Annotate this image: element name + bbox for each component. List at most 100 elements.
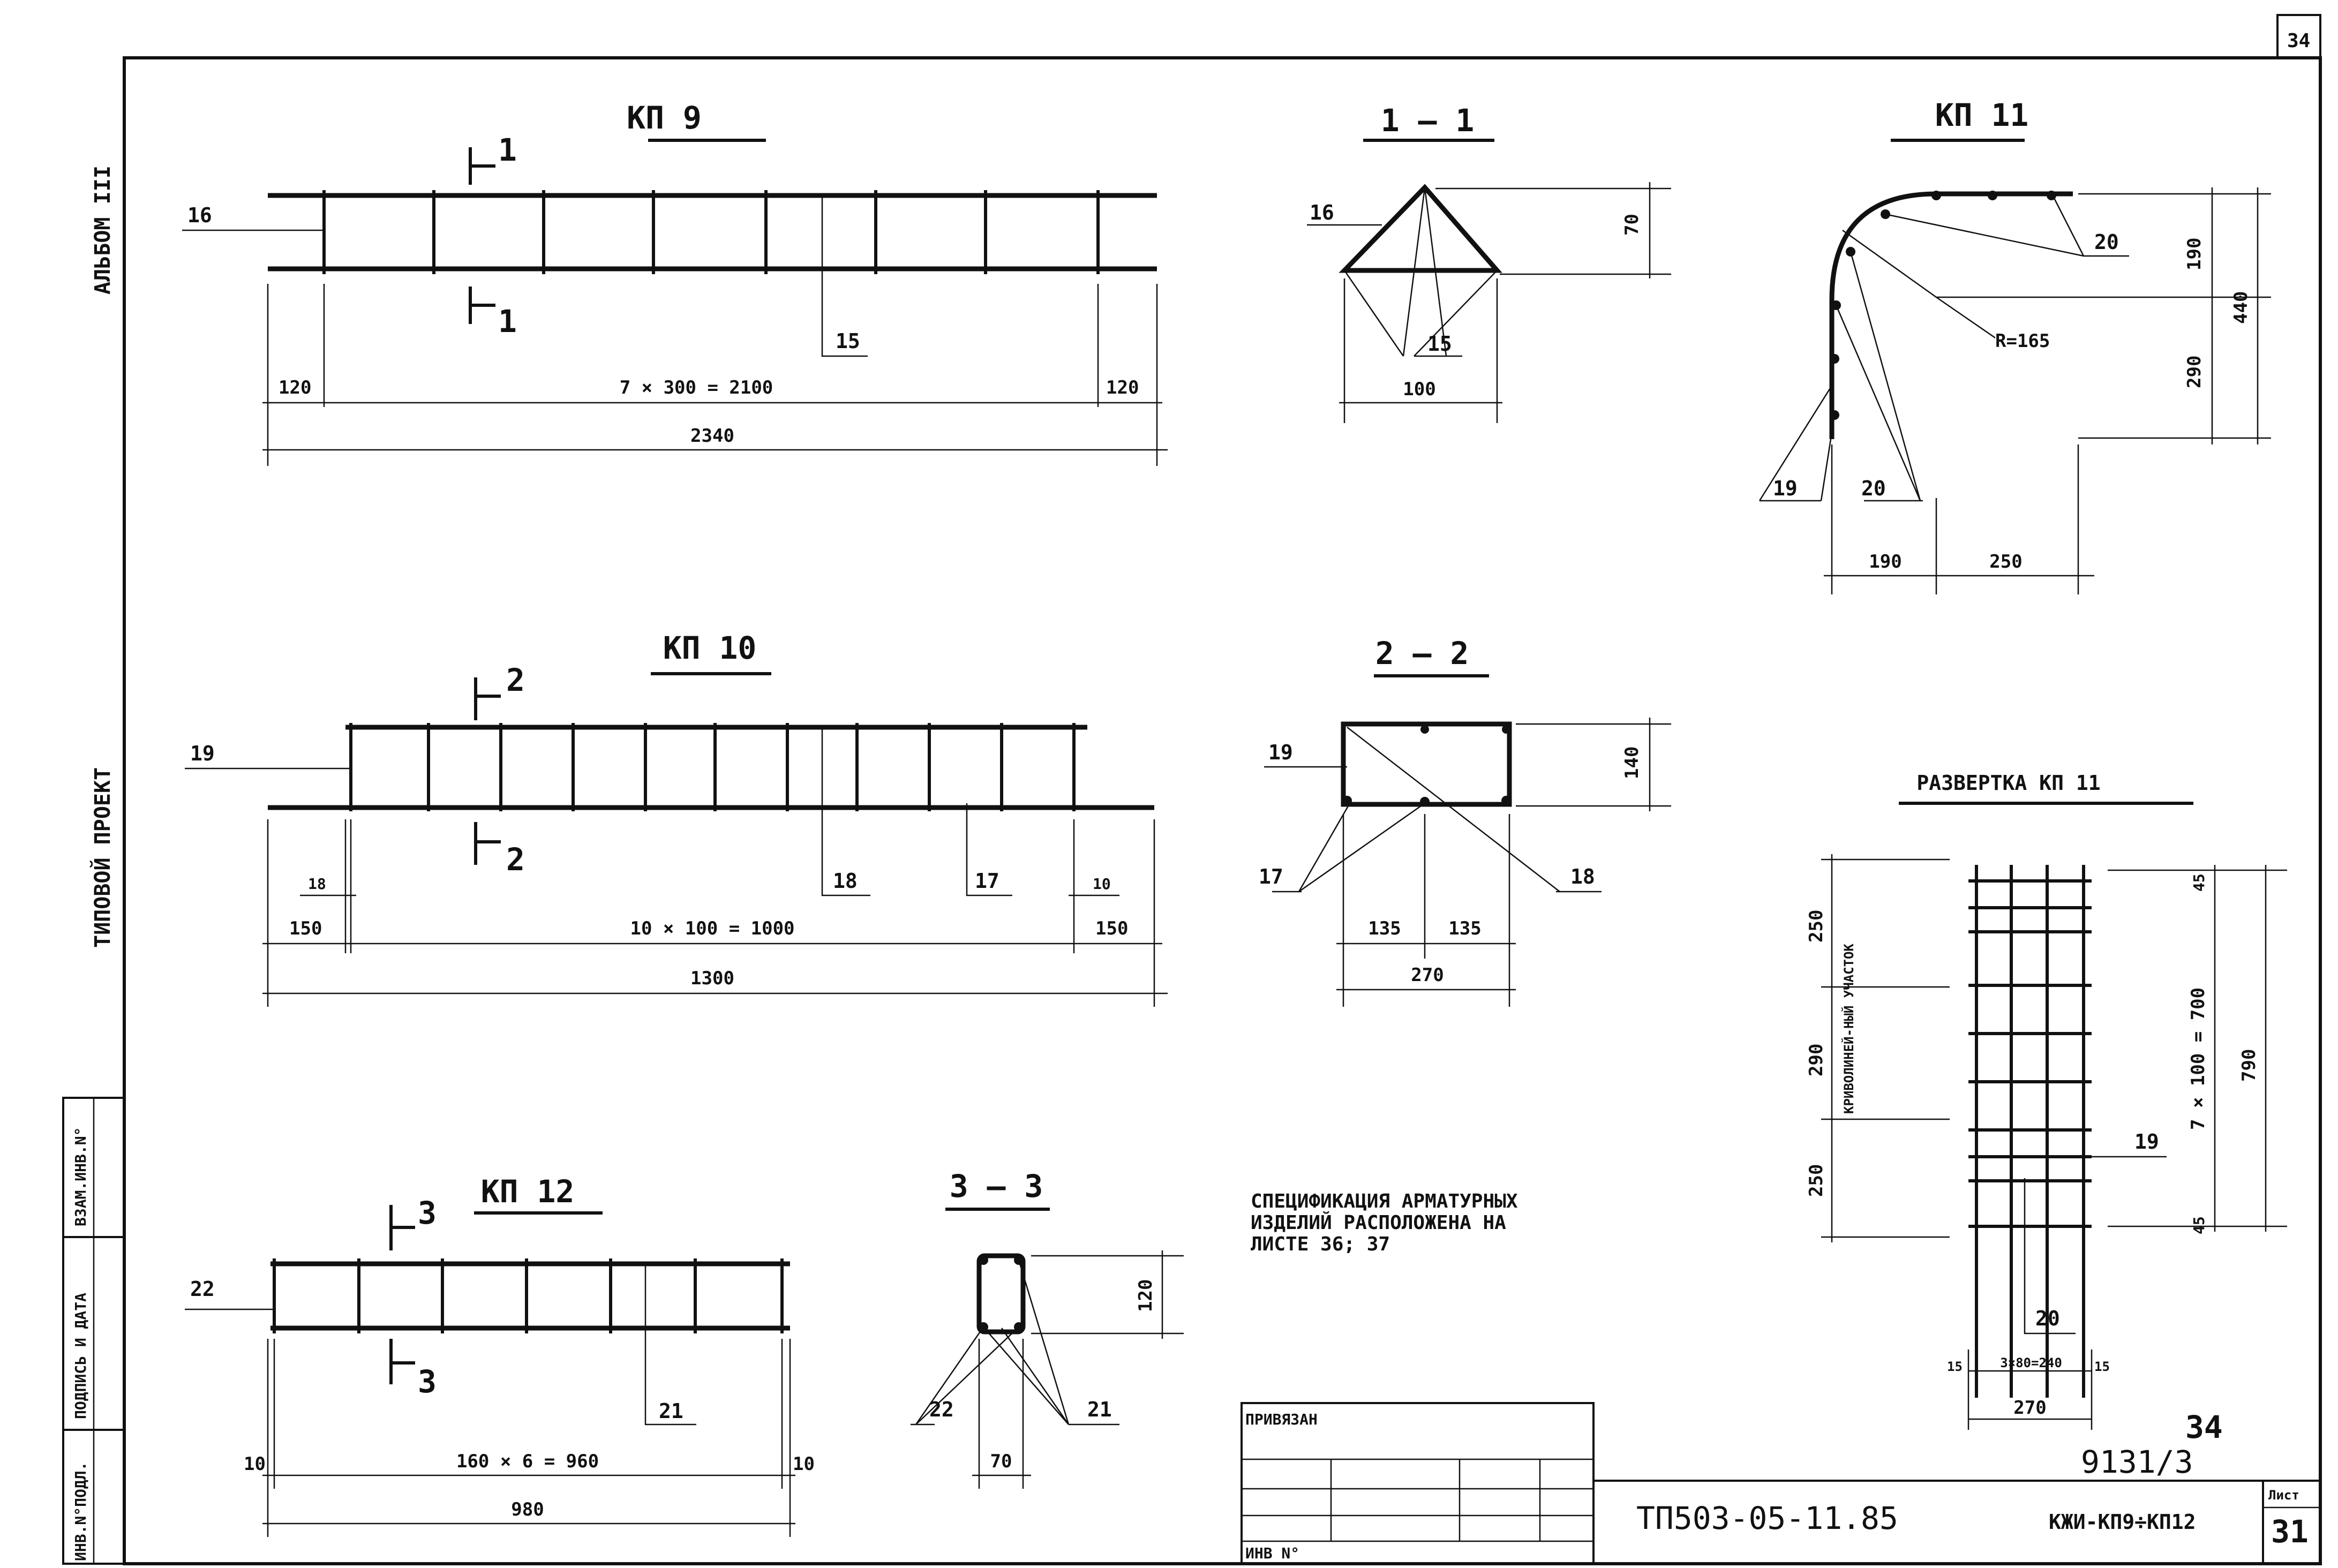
section-2-2: 2 — 2 17 18 19 140 135 135 270 [1259,635,1671,1007]
razv-dim-270: 270 [2013,1397,2046,1419]
kp11-dim-190v: 190 [2184,238,2205,270]
razv-dim-15a: 15 [1947,1359,1963,1374]
kp12-dim-mid: 160 × 6 = 960 [456,1451,599,1472]
kp11-bar-20b: 20 [1861,477,1886,500]
section-3-3: 3 — 3 22 21 120 70 [911,1168,1184,1489]
stamp-drawing-code: КЖИ-КП9÷КП12 [2049,1510,2196,1534]
kp12-dim-right: 10 [793,1453,815,1475]
razv-dim-span: 3×80=240 [2000,1355,2062,1370]
drawing-frame: 34 [123,14,2322,1565]
title-block: ПРИВЯЗАН ИНВ N° ТП503-05-11.85 КЖИ-КП9÷К… [1241,1402,2320,1565]
razv-dim-15b: 15 [2094,1359,2110,1374]
sec22-dim-b: 135 [1448,918,1481,939]
kp10-title: КП 10 [663,630,757,666]
kp11-bar-20a: 20 [2094,230,2119,254]
kp9-bar-15: 15 [836,329,860,353]
kp10-section-bottom: 2 [506,841,525,878]
kp10-cross-bars [349,723,1076,811]
specification-note: СПЕЦИФИКАЦИЯ АРМАТУРНЫХ ИЗДЕЛИЙ РАСПОЛОЖ… [1251,1190,1518,1255]
stamp-sheet-num: 31 [2271,1513,2309,1550]
sec33-title: 3 — 3 [950,1168,1043,1204]
note-line2: ИЗДЕЛИЙ РАСПОЛОЖЕНА НА [1251,1211,1506,1234]
kp10-dim-total: 1300 [690,968,734,989]
kp10-section-top: 2 [506,662,525,698]
kp11-dim-190h: 190 [1869,551,1901,572]
razv-dim-250a: 250 [1806,910,1827,943]
kp10-dim-left: 150 [289,918,322,939]
razv-title: РАЗВЕРТКА КП 11 [1916,771,2100,795]
razv-bar-19: 19 [2134,1130,2159,1154]
sec33-dim-w: 70 [990,1451,1012,1472]
razvertka-kp11: РАЗВЕРТКА КП 11 250 290 250 КРИВОЛИНЕЙ- [1806,771,2287,1430]
razv-dim-45a: 45 [2190,873,2208,892]
stamp-col-sign: ПОДПИСЬ И ДАТА [72,1293,89,1419]
side-stamp: ИНВ.N°ПОДЛ. ПОДПИСЬ И ДАТА ВЗАМ.ИНВ.N° [62,1097,125,1565]
kp9-section-bottom: 1 [498,303,517,340]
note-line1: СПЕЦИФИКАЦИЯ АРМАТУРНЫХ [1251,1190,1518,1212]
stamp-handwritten-num: 34 [2185,1409,2223,1445]
kp10-bar-18: 18 [833,869,858,893]
razv-dim-290: 290 [1806,1044,1827,1076]
section-1-1: 1 — 1 16 15 70 100 [1307,102,1671,423]
sec11-dim-w: 100 [1403,379,1435,400]
sec22-dim-a: 135 [1368,918,1401,939]
sec33-dim-h: 120 [1135,1279,1156,1312]
kp12-dim-left: 10 [244,1453,266,1475]
kp12-dim-total: 980 [511,1499,544,1520]
sec33-bar-22: 22 [929,1398,954,1421]
stamp-title: ПРИВЯЗАН [1245,1411,1318,1428]
sec22-dim-h: 140 [1621,747,1643,779]
sec22-bar-19: 19 [1268,741,1293,764]
kp9-cross-bars [322,190,1100,274]
kp12-drawing: КП 12 3 3 22 21 10 160 × 6 = 960 10 980 [185,1173,815,1537]
kp9-section-top: 1 [498,132,517,168]
note-line3: ЛИСТЕ 36; 37 [1251,1233,1390,1255]
sec22-dim-w: 270 [1411,964,1444,986]
kp10-dim-mid: 10 × 100 = 1000 [630,918,794,939]
kp9-title: КП 9 [627,100,702,136]
kp10-dim-10: 10 [1093,875,1111,893]
sec11-bar-16: 16 [1310,201,1334,224]
sec11-dim-h: 70 [1621,214,1643,236]
kp11-dim-440: 440 [2230,291,2252,324]
stamp-sheet-label: Лист [2268,1488,2299,1503]
kp11-dim-250h: 250 [1989,551,2022,572]
sec22-bar-18: 18 [1570,865,1595,888]
kp11-bar-dots [1830,191,2056,420]
kp11-title: КП 11 [1935,97,2029,133]
kp9-dim-total: 2340 [690,425,734,447]
left-sidebar: АЛЬБОМ III ТИПОВОЙ ПРОЕКТ ИНВ.N°ПОДЛ. ПО… [62,165,125,1565]
sec11-title: 1 — 1 [1381,102,1475,139]
sec11-bar-15: 15 [1427,332,1452,356]
kp9-dim-mid: 7 × 300 = 2100 [620,377,773,398]
kp10-bar-17: 17 [975,869,999,893]
kp9-drawing: КП 9 1 1 16 15 120 [182,100,1168,466]
kp12-bar-22: 22 [190,1277,215,1301]
kp10-dim-18: 18 [308,875,326,893]
kp12-section-bottom: 3 [418,1363,437,1400]
razv-curve-note: КРИВОЛИНЕЙ-НЫЙ УЧАСТОК [1841,944,1856,1114]
kp11-drawing: КП 11 20 R=165 20 19 [1758,97,2271,594]
razv-rungs [1968,879,2092,1228]
kp9-dim-left: 120 [279,377,311,398]
razv-dim-250b: 250 [1806,1164,1827,1197]
kp10-bar-19: 19 [190,742,215,765]
stamp-inv: ИНВ N° [1245,1544,1299,1562]
kp10-dim-right: 150 [1095,918,1128,939]
stamp-col-replace: ВЗАМ.ИНВ.N° [72,1127,89,1226]
razv-dim-45b: 45 [2190,1216,2208,1234]
stamp-col-inv: ИНВ.N°ПОДЛ. [72,1462,89,1561]
kp12-bar-21: 21 [659,1399,683,1423]
sec33-bar-21: 21 [1087,1398,1112,1421]
razv-dim-mid: 7 × 100 = 700 [2187,987,2209,1130]
sec22-title: 2 — 2 [1375,635,1469,672]
kp10-drawing: КП 10 2 2 19 18 17 [185,630,1168,1007]
kp11-bar-19: 19 [1773,477,1798,500]
stamp-album-code: 9131/3 [2081,1444,2193,1480]
project-label: ТИПОВОЙ ПРОЕКТ [89,767,115,948]
kp12-title: КП 12 [481,1173,575,1210]
album-label: АЛЬБОМ III [91,165,115,295]
sheet-corner-number: 34 [2287,30,2310,52]
kp9-bar-16: 16 [187,203,212,227]
kp12-cross-bars [273,1258,784,1333]
